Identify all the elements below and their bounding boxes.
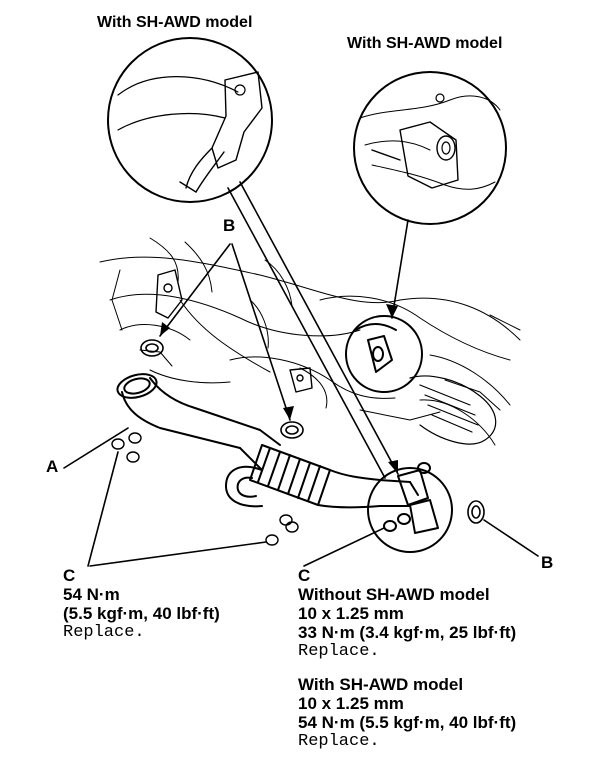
torque-left-conversion: (5.5 kgf·m, 40 lbf·ft) (63, 604, 220, 623)
torque-left-note: Replace. (63, 623, 145, 642)
without-shawd-heading: Without SH-AWD model (298, 585, 490, 604)
rear-joint-circle (367, 462, 453, 553)
exhaust-pipe-a (116, 373, 411, 509)
label-a: A (46, 457, 59, 476)
inset-title-left: With SH-AWD model (97, 14, 253, 31)
label-b-right: B (541, 553, 554, 572)
nuts-c-left (111, 432, 299, 546)
inset-top-left (107, 37, 273, 203)
chassis-background (99, 237, 521, 446)
with-shawd-bolt-size: 10 x 1.25 mm (298, 694, 404, 713)
gasket-b-left (140, 339, 304, 439)
label-c-right: C (298, 566, 311, 585)
with-shawd-note: Replace. (298, 732, 380, 751)
with-shawd-torque: 54 N·m (5.5 kgf·m, 40 lbf·ft) (298, 713, 517, 732)
label-b-top: B (223, 216, 236, 235)
mount-brackets (155, 269, 313, 393)
inset-top-right (353, 71, 507, 225)
torque-spec-left: C 54 N·m (5.5 kgf·m, 40 lbf·ft) Replace. (63, 566, 220, 642)
torque-spec-right: C Without SH-AWD model 10 x 1.25 mm 33 N… (298, 566, 516, 751)
torque-left-value: 54 N·m (63, 585, 120, 604)
label-c-left: C (63, 566, 76, 585)
without-shawd-note: Replace. (298, 642, 380, 661)
catalytic-converter-right (409, 375, 497, 445)
mount-detail-circle (345, 315, 423, 393)
inset-title-right: With SH-AWD model (347, 35, 503, 52)
without-shawd-bolt-size: 10 x 1.25 mm (298, 604, 404, 623)
gasket-b-right (467, 500, 485, 524)
with-shawd-heading: With SH-AWD model (298, 675, 464, 694)
leader-lines (63, 181, 539, 567)
arrow-heads (160, 304, 398, 474)
without-shawd-torque: 33 N·m (3.4 kgf·m, 25 lbf·ft) (298, 623, 517, 642)
